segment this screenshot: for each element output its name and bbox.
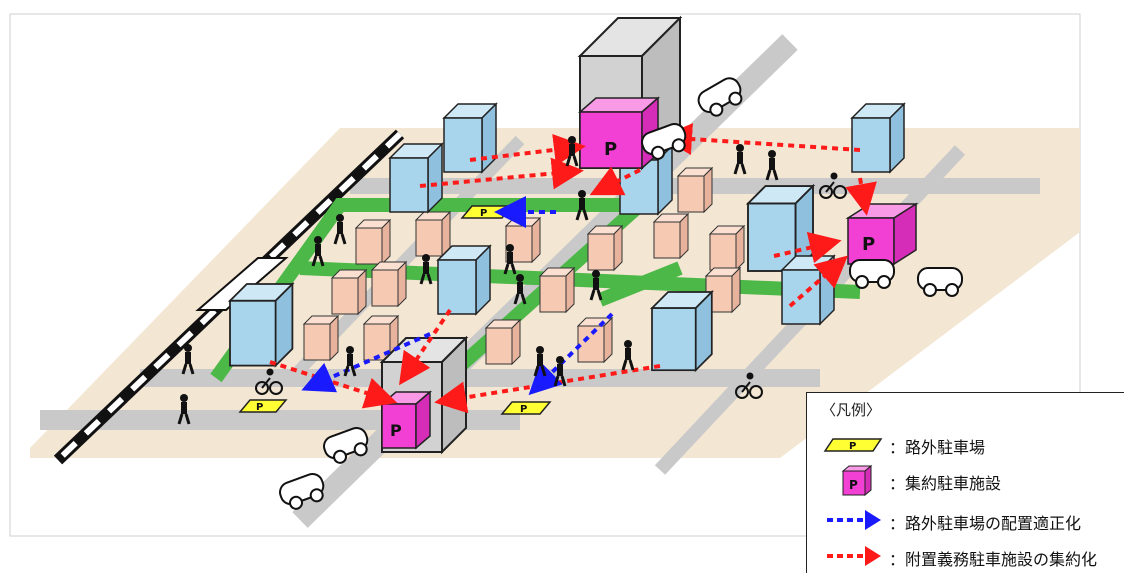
station-platform: [195, 257, 289, 311]
lower-parking-tower: P: [379, 335, 469, 455]
legend-item-red-arrow: ：附置義務駐車施設の集約化: [807, 539, 1124, 573]
svg-text:P: P: [849, 478, 858, 492]
parking-p-label: P: [862, 234, 875, 255]
consolidated-parking-icon: P: [841, 464, 873, 497]
svg-text:P: P: [520, 404, 527, 415]
legend-label: ：集約駐車施設: [889, 474, 1002, 493]
red-dotted-arrow-icon: [827, 546, 881, 566]
svg-text:P: P: [480, 208, 487, 219]
red-arrow: [399, 308, 452, 386]
parking-p-label: P: [390, 421, 402, 440]
blue-arrow: [528, 312, 614, 396]
red-arrow: [589, 166, 641, 196]
offstreet-parking-icon: P: [823, 438, 883, 452]
right-parking-facility: P: [845, 202, 919, 266]
blue-arrows: [301, 196, 614, 396]
legend-item-offstreet-parking: P ：路外駐車場: [807, 427, 1124, 461]
legend-label: ：路外駐車場の配置適正化: [889, 514, 1082, 533]
legend-label: ：路外駐車場: [889, 438, 986, 457]
parking-p-label: P: [604, 139, 617, 160]
red-arrow: [773, 232, 842, 264]
offstreet-parking-lot: P: [238, 399, 288, 413]
svg-text:P: P: [849, 441, 856, 452]
legend: 〈凡例〉 P ：路外駐車場 P ：集約駐車施設 ：路外駐車場の配置適正化 ：附置…: [806, 392, 1124, 573]
blue-arrow: [301, 332, 431, 393]
svg-text:P: P: [256, 402, 263, 413]
legend-label: ：附置義務駐車施設の集約化: [889, 550, 1098, 569]
red-arrow: [419, 157, 584, 190]
red-arrow: [660, 123, 861, 156]
blue-dotted-arrow-icon: [827, 510, 881, 530]
red-arrow: [845, 177, 877, 216]
legend-title: 〈凡例〉: [821, 401, 882, 419]
legend-item-consolidated-parking: P ：集約駐車施設: [807, 463, 1124, 497]
offstreet-parking-lot: P: [500, 401, 552, 415]
legend-item-blue-arrow: ：路外駐車場の配置適正化: [807, 503, 1124, 537]
red-arrow: [469, 134, 586, 166]
red-arrow: [434, 364, 661, 414]
railway: [53, 129, 405, 465]
